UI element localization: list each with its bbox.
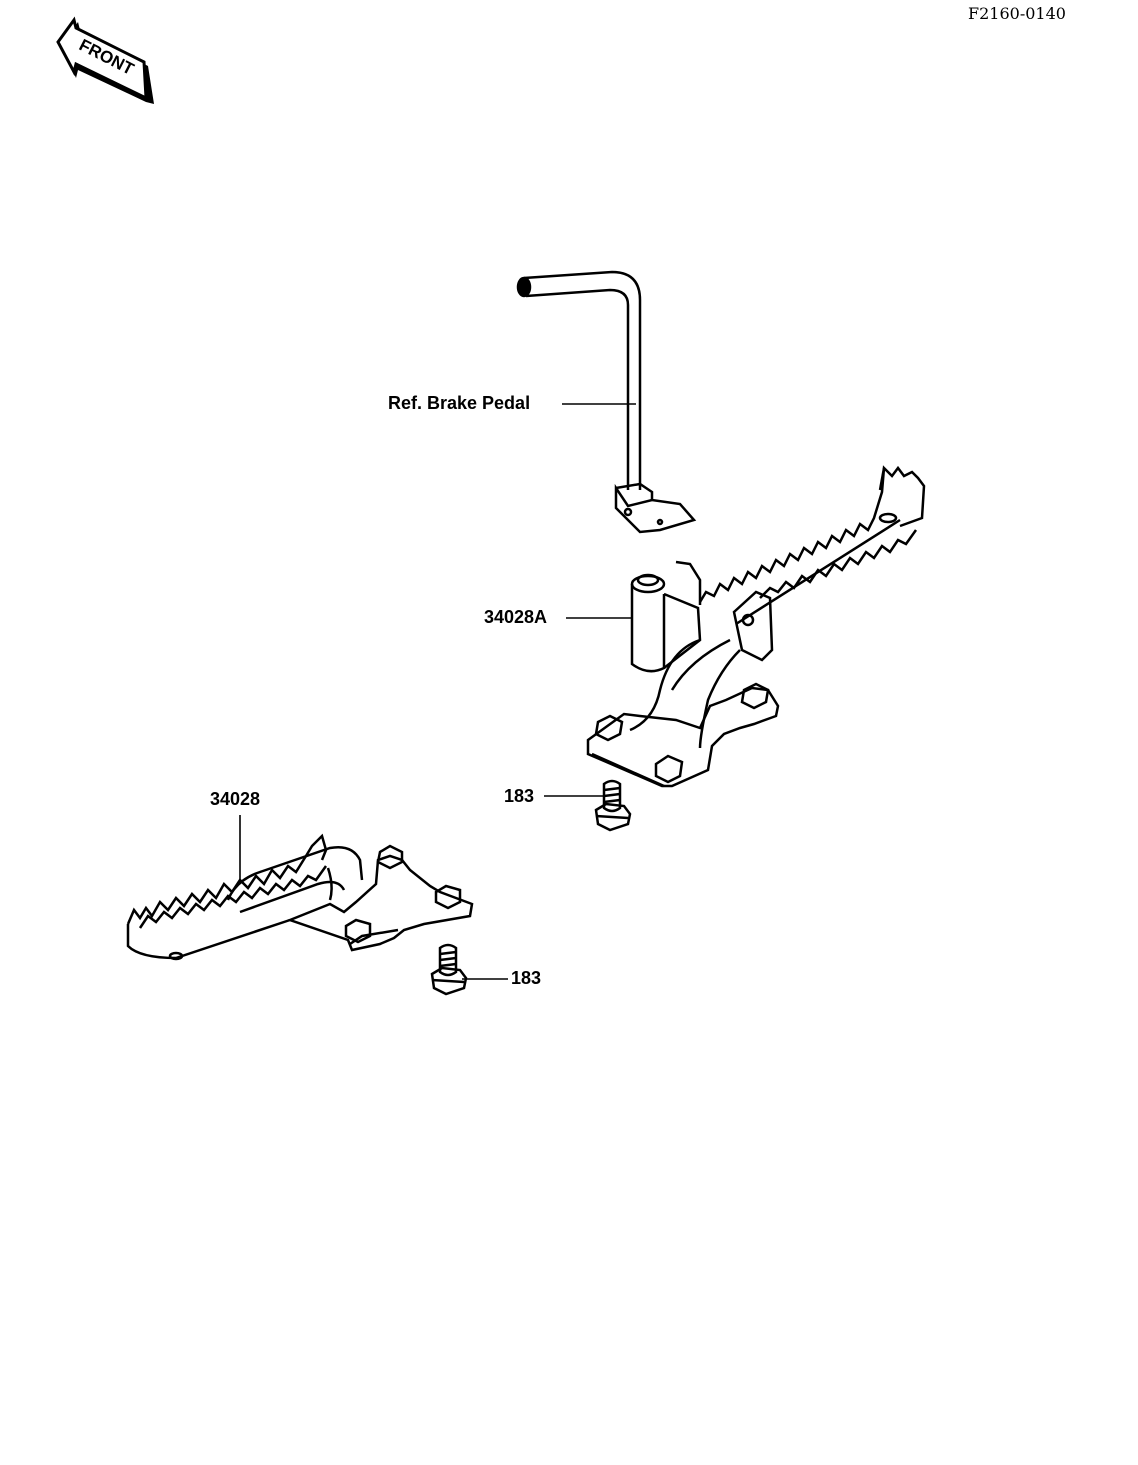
brake-pedal xyxy=(516,270,697,534)
footpeg-left xyxy=(126,833,474,961)
bolt-right xyxy=(594,779,632,832)
label-footpeg-left: 34028 xyxy=(210,789,261,809)
label-footpeg-right: 34028A xyxy=(484,607,548,627)
bolt-left xyxy=(430,943,468,996)
document-code: F2160-0140 xyxy=(968,4,1066,23)
footpeg-right xyxy=(586,465,926,788)
leader-lines xyxy=(239,403,636,980)
label-bolt-right: 183 xyxy=(504,786,535,806)
front-arrow-icon: FRONT xyxy=(56,16,154,104)
label-bolt-left: 183 xyxy=(511,968,542,988)
label-brake-pedal: Ref. Brake Pedal xyxy=(388,393,531,413)
